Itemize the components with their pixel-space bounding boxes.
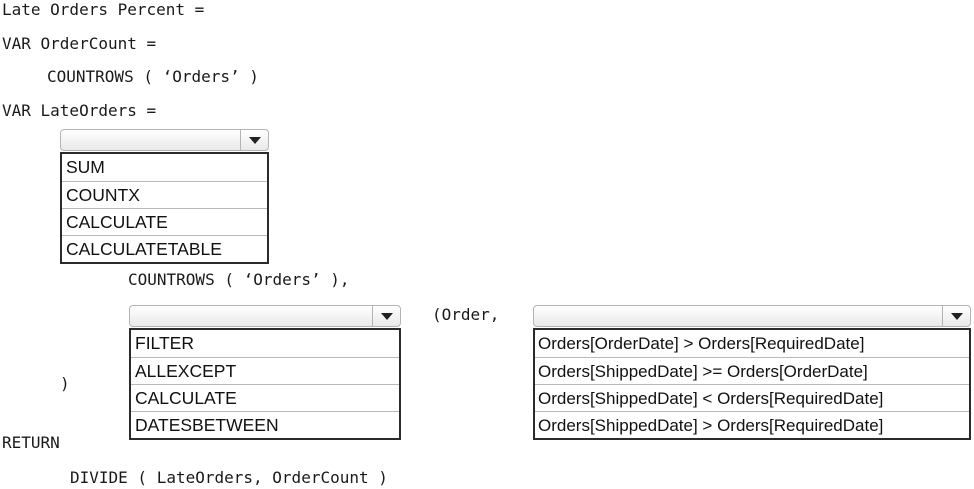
code-line-divide: DIVIDE ( LateOrders, OrderCount ) [70, 468, 388, 487]
filter-option-datesbetween[interactable]: DATESBETWEEN [131, 411, 399, 438]
filter-options-list: FILTER ALLEXCEPT CALCULATE DATESBETWEEN [129, 328, 401, 440]
function-option-calculate[interactable]: CALCULATE [62, 208, 267, 235]
chevron-down-icon [248, 136, 261, 144]
filter-dropdown-toggle[interactable] [372, 306, 400, 326]
function-option-countx[interactable]: COUNTX [62, 181, 267, 208]
condition-option-shippeddate-gte-orderdate[interactable]: Orders[ShippedDate] >= Orders[OrderDate] [535, 357, 969, 384]
code-line-var-lateorders: VAR LateOrders = [2, 101, 157, 120]
condition-options-list: Orders[OrderDate] > Orders[RequiredDate]… [533, 328, 971, 440]
filter-option-calculate[interactable]: CALCULATE [131, 384, 399, 411]
function-options-list: SUM COUNTX CALCULATE CALCULATETABLE [60, 152, 269, 264]
chevron-down-icon [380, 312, 393, 320]
code-line-var-ordercount: VAR OrderCount = [2, 34, 157, 53]
code-line-return: RETURN [2, 433, 60, 452]
chevron-down-icon [950, 312, 963, 320]
filter-option-allexcept[interactable]: ALLEXCEPT [131, 357, 399, 384]
condition-option-shippeddate-lt-requireddate[interactable]: Orders[ShippedDate] < Orders[RequiredDat… [535, 384, 969, 411]
code-line-order-arg: (Order, [432, 305, 500, 324]
filter-dropdown[interactable] [129, 305, 401, 327]
condition-option-shippeddate-gt-requireddate[interactable]: Orders[ShippedDate] > Orders[RequiredDat… [535, 411, 969, 438]
code-line-measure-name: Late Orders Percent = [2, 0, 205, 19]
function-dropdown[interactable] [60, 129, 269, 151]
function-dropdown-toggle[interactable] [240, 130, 268, 150]
code-line-close-paren: ) [60, 374, 70, 393]
function-option-calculatetable[interactable]: CALCULATETABLE [62, 235, 267, 262]
code-line-countrows-orders-arg: COUNTROWS ( ‘Orders’ ), [128, 270, 350, 289]
condition-dropdown-toggle[interactable] [942, 306, 970, 326]
condition-dropdown[interactable] [533, 305, 971, 327]
code-line-countrows-orders: COUNTROWS ( ‘Orders’ ) [47, 67, 259, 86]
function-option-sum[interactable]: SUM [66, 157, 105, 177]
condition-option-orderdate-gt-requireddate[interactable]: Orders[OrderDate] > Orders[RequiredDate] [538, 334, 865, 353]
filter-option-filter[interactable]: FILTER [135, 333, 194, 353]
